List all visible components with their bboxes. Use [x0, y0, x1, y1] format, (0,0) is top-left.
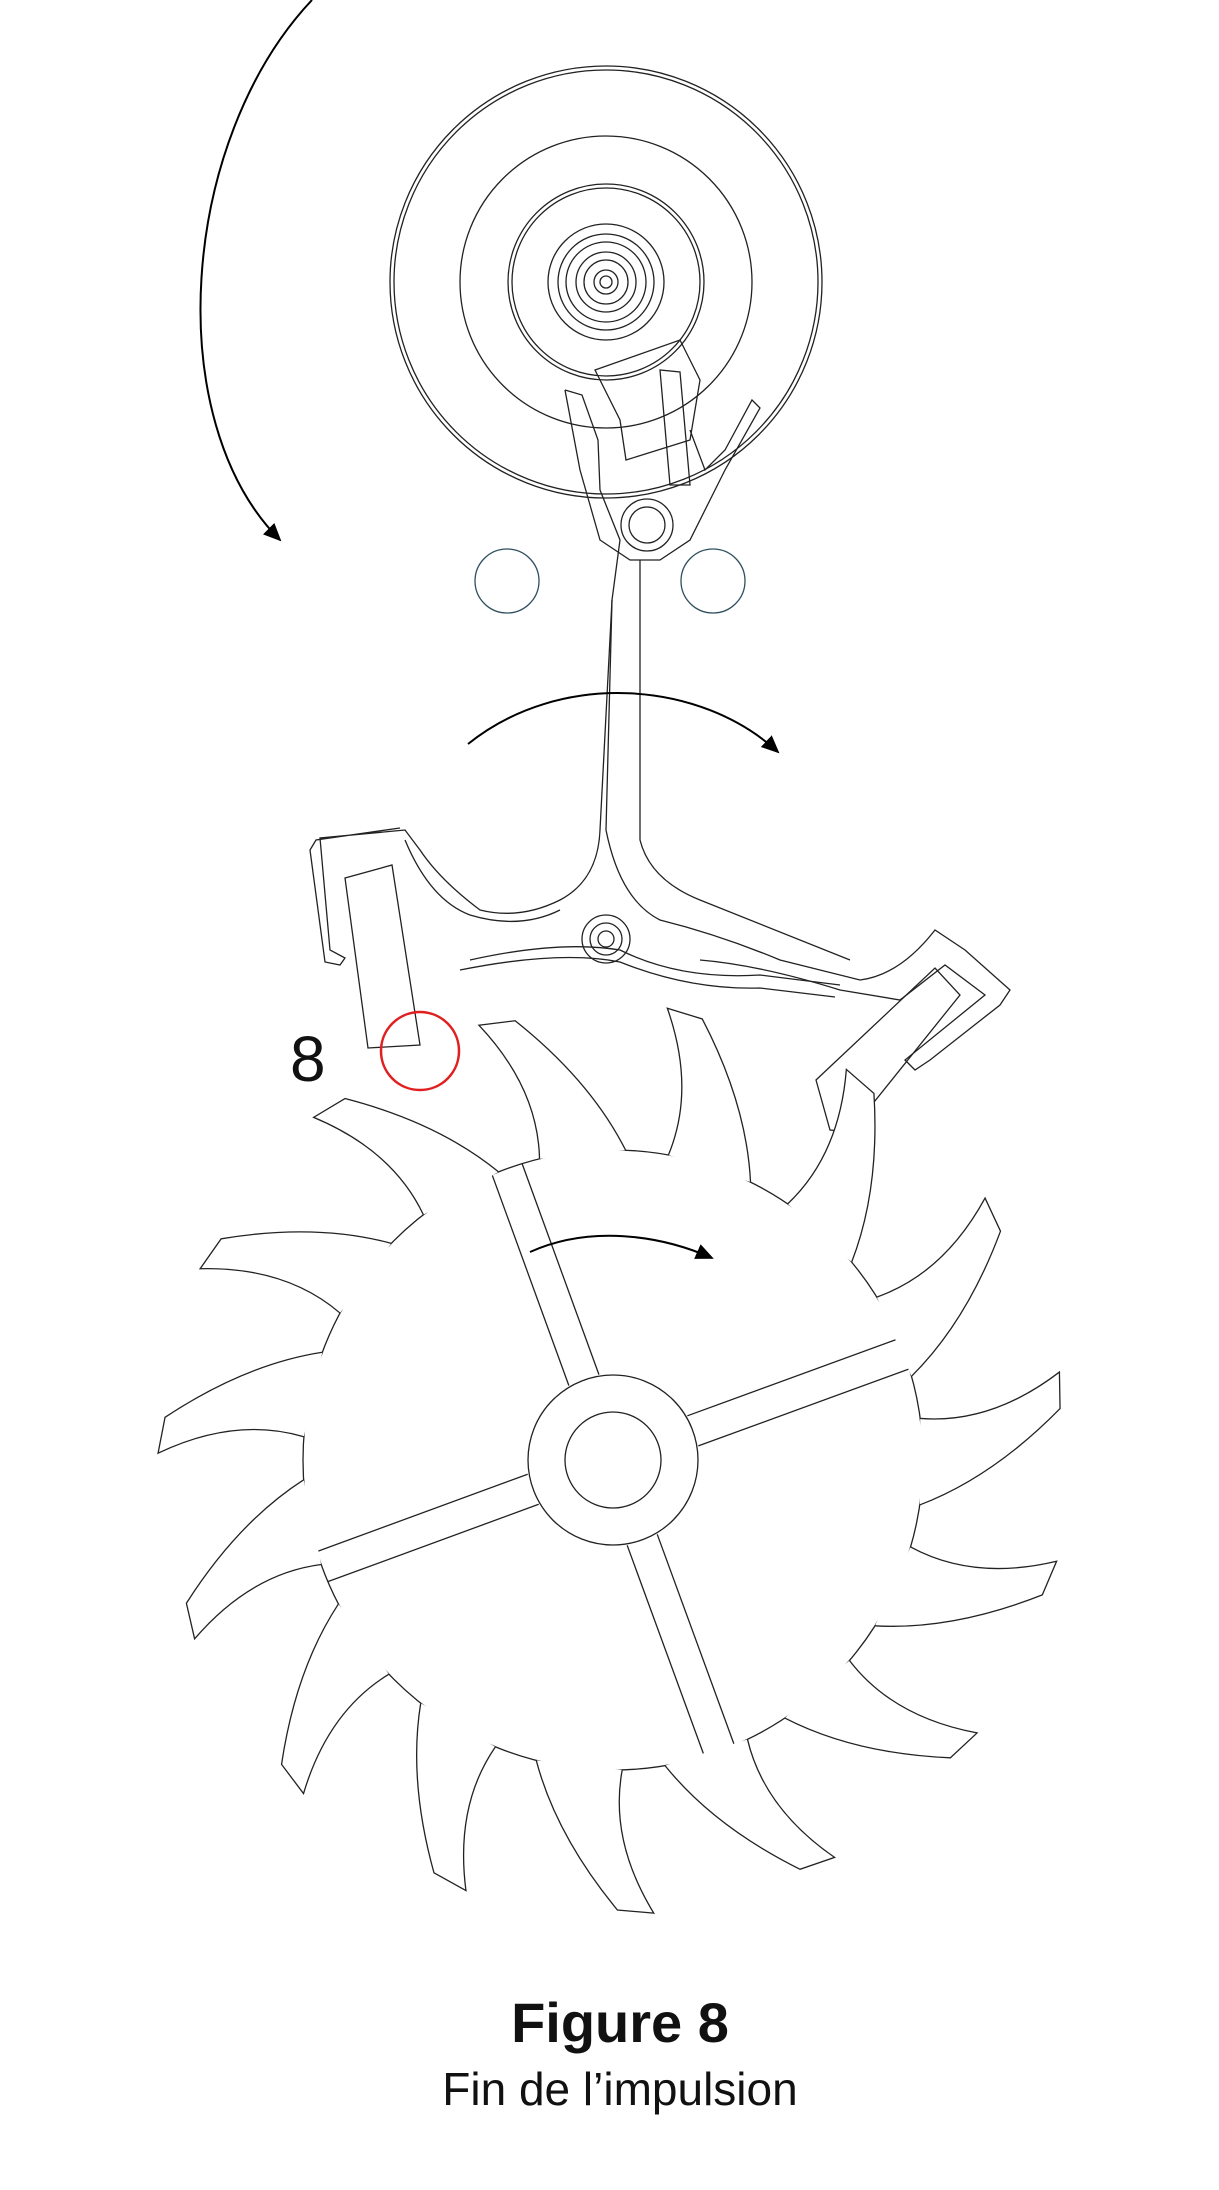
escape-wheel-spoke-edge	[698, 1368, 910, 1447]
escape-wheel-spoke-edge	[656, 1534, 736, 1746]
escape-wheel-tooth	[280, 1603, 390, 1795]
entry-pallet	[344, 864, 421, 1049]
escape-wheel-spoke-edge	[687, 1338, 899, 1417]
escape-wheel-tooth	[919, 1370, 1061, 1506]
rotation-arrow-lever	[467, 692, 780, 754]
figure-subtitle: Fin de l’impulsion	[442, 2063, 798, 2115]
escape-wheel-spoke-edge	[521, 1163, 600, 1375]
pallet-lever	[309, 389, 1011, 1071]
escape-wheel-arbor-hole	[564, 1411, 662, 1509]
escape-wheel-tooth	[477, 1020, 627, 1159]
rotation-arrow-escape-wheel	[529, 1234, 714, 1259]
banking-pin-right	[680, 548, 746, 614]
callout-number: 8	[290, 1023, 326, 1095]
escape-wheel-tooth	[416, 1703, 496, 1892]
escape-wheel-hub	[527, 1374, 699, 1546]
balance-wheel	[389, 65, 823, 499]
exit-pallet	[815, 967, 961, 1133]
escape-wheel-spoke-edge	[626, 1545, 706, 1757]
escape-wheel-tooth	[157, 1351, 323, 1455]
contact-highlight-circle	[379, 1010, 461, 1092]
escape-wheel-tooth	[666, 1007, 752, 1183]
escape-wheel-tooth	[874, 1546, 1058, 1627]
escape-wheel	[157, 1007, 1061, 1914]
escape-wheel-tooth	[876, 1196, 1002, 1377]
escape-wheel-spoke-edge	[316, 1473, 528, 1553]
escape-wheel-tooth	[787, 1068, 876, 1263]
banking-pin-left	[474, 548, 540, 614]
escape-wheel-tooth	[664, 1739, 837, 1870]
escape-wheel-tooth	[784, 1660, 979, 1759]
escape-wheel-spoke-edge	[327, 1503, 539, 1583]
figure-title: Figure 8	[511, 1991, 729, 2054]
escape-wheel-tooth	[312, 1097, 499, 1216]
escape-wheel-rim	[302, 1149, 924, 1771]
escape-wheel-tooth	[198, 1231, 392, 1314]
escape-wheel-tooth	[535, 1760, 656, 1914]
escape-wheel-tooth	[185, 1479, 322, 1641]
escape-wheel-spoke-edge	[491, 1173, 570, 1386]
rotation-arrow-balance	[199, 0, 313, 542]
